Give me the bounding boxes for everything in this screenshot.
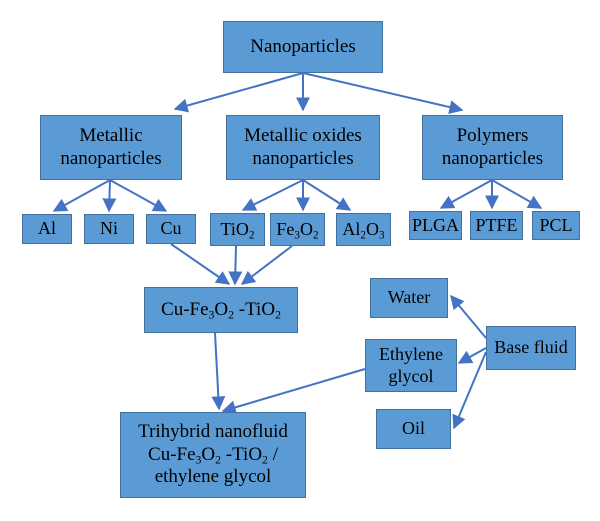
node-water: Water — [370, 278, 448, 318]
node-pcl-label: PCL — [539, 214, 573, 235]
node-trihybrid-line1: Trihybrid nanofluid — [138, 420, 288, 442]
node-base-fluid-label: Base fluid — [494, 337, 568, 358]
arrow-cu-to-hybrid — [170, 243, 231, 285]
arrow-oxides-to-al2o3 — [302, 179, 352, 211]
arrow-metallic-to-ni — [102, 179, 117, 213]
arrow-tio2-to-hybrid — [228, 245, 243, 286]
node-plga-label: PLGA — [411, 214, 459, 235]
node-metallic-line2: nanoparticles — [60, 147, 162, 169]
node-cu-label: Cu — [160, 218, 182, 239]
arrow-metallic-to-al — [52, 179, 111, 212]
node-ethylene-line1: Ethylene — [379, 343, 443, 364]
node-fe3o2-label: Fe3O2 — [276, 218, 319, 242]
node-polymers-line1: Polymers — [456, 124, 529, 146]
node-metallic-line1: Metallic — [79, 124, 143, 146]
node-tio2: TiO2 — [210, 213, 265, 246]
node-base-fluid: Base fluid — [486, 326, 576, 370]
arrow-polymers-to-plga — [439, 179, 493, 209]
node-al: Al — [22, 214, 72, 244]
node-trihybrid-line3: ethylene glycol — [154, 466, 272, 488]
node-trihybrid-nanofluid: Trihybrid nanofluid Cu-Fe3O2 -TiO2 / eth… — [120, 412, 306, 498]
node-metallic-oxides-nanoparticles: Metallic oxides nanoparticles — [226, 115, 380, 180]
node-metallic-nanoparticles: Metallic nanoparticles — [40, 115, 182, 180]
arrow-base-to-ethylene — [457, 347, 487, 364]
node-cu-fe3o2-tio2: Cu-Fe3O2 -TiO2 — [144, 287, 298, 333]
arrow-oxides-to-tio2 — [241, 179, 304, 211]
arrow-nano-to-metallic — [173, 72, 304, 113]
node-al2o3: Al2O3 — [336, 213, 391, 246]
node-ni-label: Ni — [100, 218, 118, 239]
node-al-label: Al — [38, 218, 56, 239]
node-fe3o2: Fe3O2 — [270, 213, 325, 246]
node-trihybrid-line2: Cu-Fe3O2 -TiO2 / — [148, 443, 278, 467]
node-hybrid-label: Cu-Fe3O2 -TiO2 — [161, 298, 281, 322]
arrow-base-to-oil — [452, 351, 487, 430]
node-ethylene-line2: glycol — [388, 365, 434, 386]
node-water-label: Water — [387, 287, 431, 308]
arrow-base-to-water — [450, 294, 487, 339]
arrow-ethylene-to-trihybrid — [221, 368, 366, 415]
node-ethylene-glycol: Ethylene glycol — [365, 339, 457, 392]
node-ptfe: PTFE — [470, 211, 523, 240]
node-polymers-nanoparticles: Polymers nanoparticles — [422, 115, 563, 180]
node-ptfe-label: PTFE — [475, 214, 518, 235]
node-oxides-line1: Metallic oxides — [244, 124, 362, 146]
node-tio2-label: TiO2 — [220, 218, 255, 242]
node-pcl: PCL — [532, 211, 580, 240]
node-nanoparticles-label: Nanoparticles — [250, 35, 356, 57]
node-ni: Ni — [84, 214, 134, 244]
arrow-fe3o2-to-hybrid — [240, 245, 293, 285]
arrow-hybrid-to-trihybrid — [211, 332, 226, 411]
node-oxides-line2: nanoparticles — [252, 147, 354, 169]
arrow-polymers-to-pcl — [491, 179, 543, 209]
node-cu: Cu — [146, 214, 196, 244]
arrow-nano-to-polymers — [302, 72, 464, 114]
arrow-metallic-to-cu — [109, 179, 168, 212]
node-oil: Oil — [376, 409, 451, 449]
node-oil-label: Oil — [401, 418, 425, 439]
node-nanoparticles: Nanoparticles — [223, 21, 383, 73]
node-polymers-line2: nanoparticles — [441, 147, 544, 169]
node-al2o3-label: Al2O3 — [342, 218, 385, 242]
node-plga: PLGA — [409, 211, 462, 240]
